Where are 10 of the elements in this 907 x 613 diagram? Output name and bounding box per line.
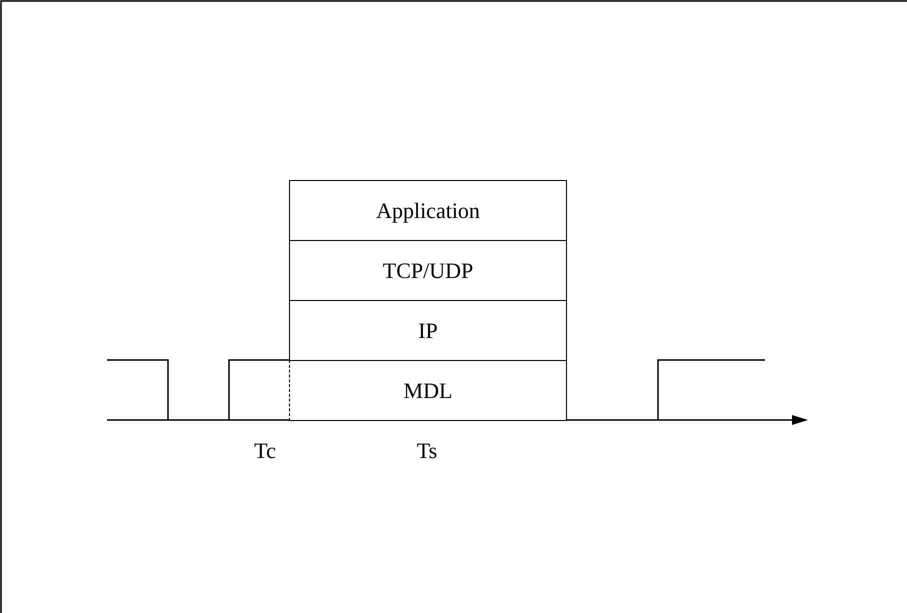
time-label: Tc [254, 440, 276, 462]
layer-box [289, 360, 567, 421]
layer-box [289, 240, 567, 301]
layer-box [289, 180, 567, 241]
layer-label: Application [376, 200, 480, 222]
layer-label: MDL [404, 380, 452, 402]
layer-label: TCP/UDP [382, 260, 474, 282]
time-label: Ts [416, 440, 438, 462]
layer-label: IP [418, 320, 438, 342]
layer-box [289, 300, 567, 361]
